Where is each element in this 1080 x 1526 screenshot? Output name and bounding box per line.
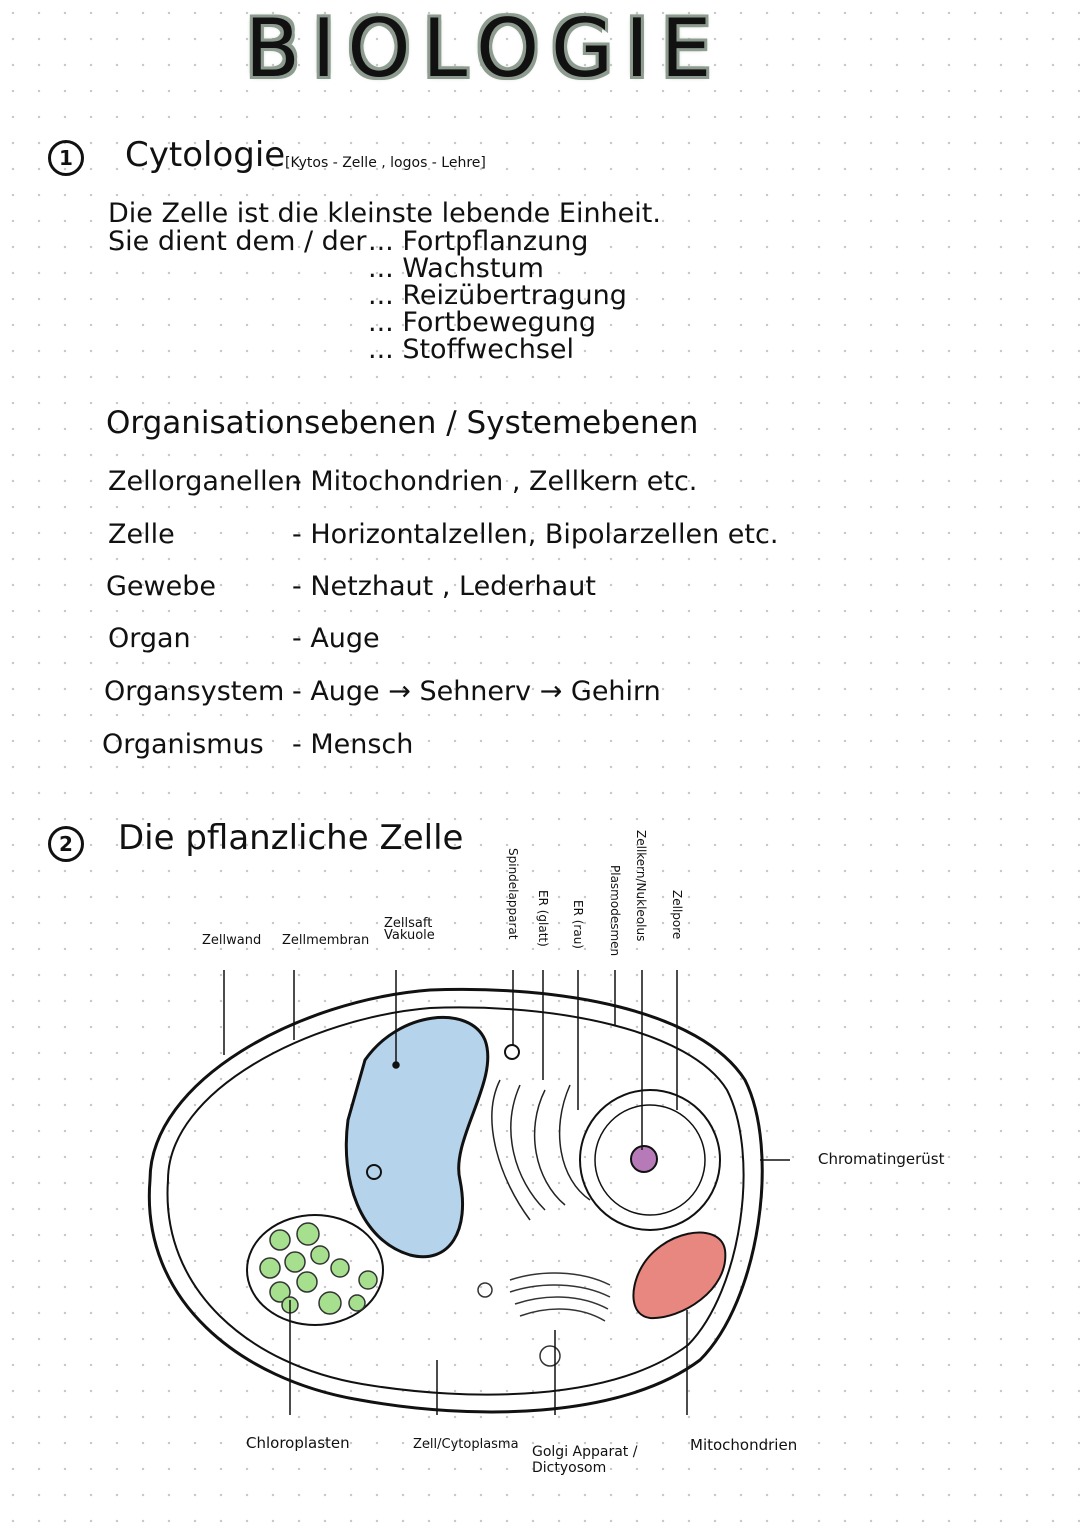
level-name: Organsystem bbox=[104, 676, 285, 707]
label-chromatingeruest: Chromatingerüst bbox=[818, 1150, 945, 1168]
levels-heading: Organisationsebenen / Systemebenen bbox=[106, 405, 699, 441]
function-item: ... Fortpflanzung bbox=[368, 226, 589, 257]
level-name: Organ bbox=[108, 623, 191, 654]
label-zellkern: Zellkern/Nukleolus bbox=[634, 830, 648, 942]
golgi-apparatus bbox=[477, 1272, 611, 1367]
function-item: ... Fortbewegung bbox=[368, 307, 597, 338]
etymology-note: [Kytos - Zelle , logos - Lehre] bbox=[285, 155, 486, 171]
vacuole bbox=[344, 1015, 490, 1259]
level-example: - Auge bbox=[292, 623, 380, 654]
nucleus bbox=[579, 1089, 721, 1231]
label-plasmodesmen: Plasmodesmen bbox=[608, 865, 622, 957]
mitochondrion bbox=[632, 1231, 727, 1320]
label-er-glatt: ER (glatt) bbox=[536, 890, 550, 947]
label-mitochondrien: Mitochondrien bbox=[690, 1436, 798, 1454]
label-er-rau: ER (rau) bbox=[571, 900, 585, 949]
label-vakuole: Zellsaft Vakuole bbox=[384, 916, 435, 943]
level-name: Organismus bbox=[102, 729, 264, 760]
level-example: - Mitochondrien , Zellkern etc. bbox=[292, 466, 698, 497]
label-zellwand: Zellwand bbox=[202, 933, 262, 948]
function-item: ... Reizübertragung bbox=[368, 280, 627, 311]
label-golgi: Golgi Apparat / Dictyosom bbox=[532, 1444, 638, 1476]
label-spindelapparat: Spindelapparat bbox=[506, 848, 520, 940]
function-item: ... Stoffwechsel bbox=[368, 334, 575, 365]
cell-wall bbox=[147, 987, 764, 1414]
cell-membrane bbox=[166, 1006, 745, 1396]
definition-line: Die Zelle ist die kleinste lebende Einhe… bbox=[108, 198, 661, 229]
label-zellpore: Zellpore bbox=[670, 890, 684, 940]
function-item: ... Wachstum bbox=[368, 253, 544, 284]
section-number-1: 1 bbox=[48, 140, 84, 176]
page-title: BIOLOGIE bbox=[245, 2, 724, 95]
function-intro: Sie dient dem / der bbox=[108, 226, 367, 257]
level-example: - Horizontalzellen, Bipolarzellen etc. bbox=[292, 519, 779, 550]
endoplasmic-reticulum bbox=[491, 1079, 591, 1221]
level-example: - Netzhaut , Lederhaut bbox=[292, 571, 596, 602]
section-heading-cytologie: Cytologie bbox=[125, 135, 286, 175]
nucleolus bbox=[630, 1145, 658, 1173]
level-name: Zelle bbox=[108, 519, 175, 550]
level-name: Gewebe bbox=[106, 571, 216, 602]
label-zellmembran: Zellmembran bbox=[282, 933, 370, 948]
section-number-2: 2 bbox=[48, 826, 84, 862]
level-example: - Mensch bbox=[292, 729, 414, 760]
chloroplasts bbox=[259, 1222, 378, 1315]
level-name: Zellorganellen bbox=[108, 466, 302, 497]
label-chloroplasten: Chloroplasten bbox=[246, 1434, 350, 1452]
function-list: ... Fortpflanzung ... Wachstum ... Reizü… bbox=[368, 228, 627, 363]
level-example: - Auge → Sehnerv → Gehirn bbox=[292, 676, 661, 707]
label-cytoplasma: Zell/Cytoplasma bbox=[413, 1437, 519, 1452]
section-heading-plant-cell: Die pflanzliche Zelle bbox=[118, 818, 464, 858]
chloroplast-group bbox=[246, 1214, 384, 1326]
